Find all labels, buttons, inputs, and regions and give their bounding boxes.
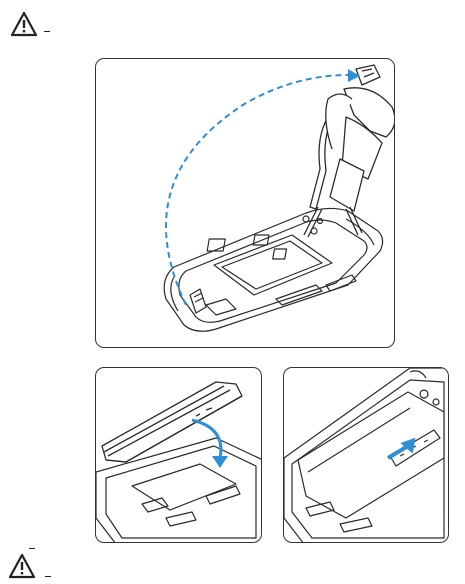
- illustration-panel-main: [95, 58, 395, 348]
- illustration-panel-slide: [283, 367, 449, 543]
- warning-dash: [44, 31, 50, 32]
- warning-dash: [45, 576, 51, 577]
- warning-triangle-icon: [8, 553, 36, 579]
- warning-triangle-icon: [10, 11, 38, 37]
- curved-arrow-down: [192, 420, 221, 458]
- illustration-panel-tilt: [95, 367, 262, 543]
- warning-dash: [29, 548, 35, 549]
